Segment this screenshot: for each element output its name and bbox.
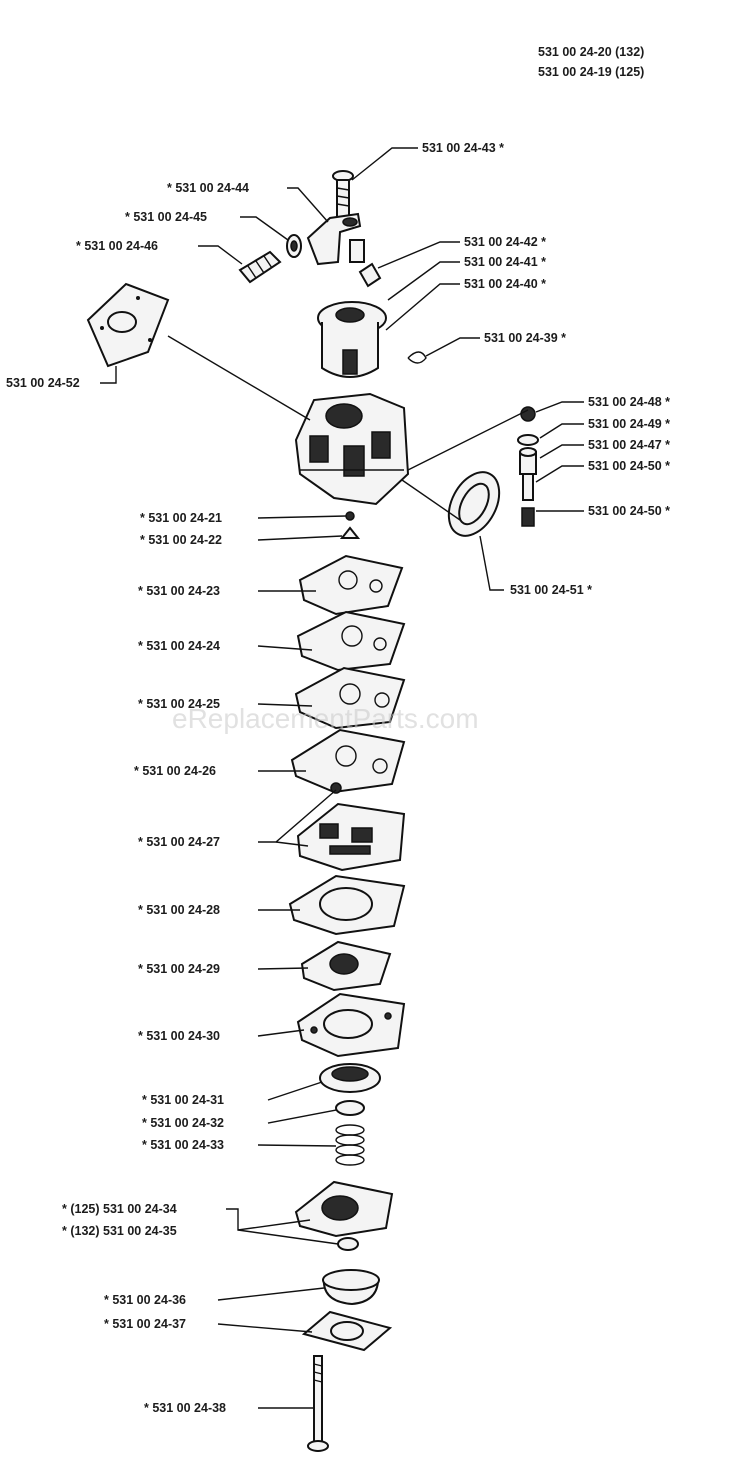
part-cover-plate-52 [86, 282, 170, 368]
label-531-00-24-27: * 531 00 24-27 [138, 835, 220, 849]
part-throttle-barrel-40 [317, 301, 387, 378]
kit-number-132: 531 00 24-20 (132) [538, 45, 644, 59]
part-cover-34-35 [294, 1180, 394, 1251]
kit-number-125: 531 00 24-19 (125) [538, 65, 644, 79]
label-531-00-24-43: 531 00 24-43 * [422, 141, 504, 155]
part-gasket-37 [301, 1310, 393, 1352]
label-531-00-24-28: * 531 00 24-28 [138, 903, 220, 917]
label-531-00-24-39: 531 00 24-39 * [484, 331, 566, 345]
label-531-00-24-45: * 531 00 24-45 [125, 210, 207, 224]
leader-lines [100, 147, 584, 1409]
part-diaphragm-24 [296, 610, 406, 672]
part-gasket-25 [294, 666, 406, 730]
part-cup-31 [319, 1063, 381, 1093]
label-531-00-24-31: * 531 00 24-31 [142, 1093, 224, 1107]
part-ball-21 [345, 511, 355, 521]
label-531-00-24-46: * 531 00 24-46 [76, 239, 158, 253]
label-531-00-24-24: * 531 00 24-24 [138, 639, 220, 653]
part-gasket-23 [298, 554, 404, 616]
part-spring-33 [335, 1124, 365, 1166]
part-screw-43 [332, 170, 354, 221]
part-pump-body-27 [296, 802, 406, 872]
label-531-00-24-47: 531 00 24-47 * [588, 438, 670, 452]
label-531-00-24-50-lower: 531 00 24-50 * [588, 504, 670, 518]
label-531-00-24-38: * 531 00 24-38 [144, 1401, 226, 1415]
label-531-00-24-41: 531 00 24-41 * [464, 255, 546, 269]
part-screw-46 [238, 250, 282, 284]
part-needle-42 [358, 262, 382, 288]
label-531-00-24-22: * 531 00 24-22 [140, 533, 222, 547]
label-531-00-24-35: * (132) 531 00 24-35 [62, 1224, 177, 1238]
part-cone-22 [339, 526, 361, 539]
part-throttle-lever-44 [306, 212, 365, 266]
part-washer-32 [335, 1100, 365, 1116]
part-primer-bulb-36 [322, 1269, 380, 1306]
part-washer-45 [286, 234, 302, 258]
label-531-00-24-48: 531 00 24-48 * [588, 395, 670, 409]
label-531-00-24-26: * 531 00 24-26 [134, 764, 216, 778]
watermark: eReplacementParts.com [172, 703, 479, 734]
part-plate-26 [290, 728, 406, 794]
label-531-00-24-32: * 531 00 24-32 [142, 1116, 224, 1130]
part-fitting-stack-48-50 [517, 406, 539, 527]
label-531-00-24-40: 531 00 24-40 * [464, 277, 546, 291]
label-531-00-24-52: 531 00 24-52 [6, 376, 80, 390]
part-carburetor-body [294, 392, 410, 506]
label-531-00-24-21: * 531 00 24-21 [140, 511, 222, 525]
label-531-00-24-51: 531 00 24-51 * [510, 583, 592, 597]
label-531-00-24-44: * 531 00 24-44 [167, 181, 249, 195]
part-clip-39 [407, 351, 427, 364]
label-531-00-24-42: 531 00 24-42 * [464, 235, 546, 249]
label-531-00-24-33: * 531 00 24-33 [142, 1138, 224, 1152]
label-531-00-24-25: * 531 00 24-25 [138, 697, 220, 711]
label-531-00-24-23: * 531 00 24-23 [138, 584, 220, 598]
label-531-00-24-29: * 531 00 24-29 [138, 962, 220, 976]
label-531-00-24-30: * 531 00 24-30 [138, 1029, 220, 1043]
part-oring-51 [447, 471, 501, 537]
part-screw-38 [307, 1355, 329, 1452]
label-531-00-24-36: * 531 00 24-36 [104, 1293, 186, 1307]
label-531-00-24-49: 531 00 24-49 * [588, 417, 670, 431]
part-ball-27 [330, 782, 342, 794]
label-531-00-24-34: * (125) 531 00 24-34 [62, 1202, 177, 1216]
label-531-00-24-50-upper: 531 00 24-50 * [588, 459, 670, 473]
label-531-00-24-37: * 531 00 24-37 [104, 1317, 186, 1331]
